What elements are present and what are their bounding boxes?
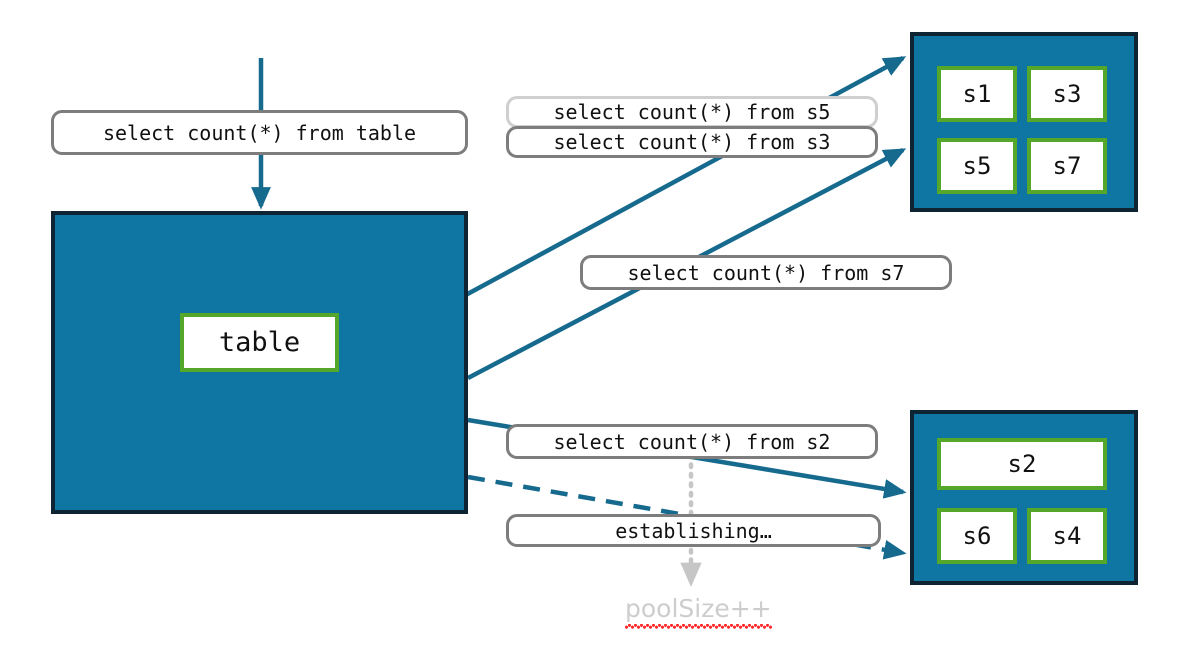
query-label-establishing[interactable]: establishing…	[506, 514, 881, 547]
query-label-s3[interactable]: select count(*) from s3	[506, 126, 878, 158]
query-label-table[interactable]: select count(*) from table	[51, 110, 468, 155]
node-s7[interactable]: s7	[1027, 138, 1107, 194]
poolsize-annotation: poolSize++	[625, 594, 772, 629]
node-s4[interactable]: s4	[1027, 508, 1107, 564]
query-label-s5[interactable]: select count(*) from s5	[506, 96, 878, 128]
node-s1[interactable]: s1	[937, 66, 1017, 122]
query-label-s7[interactable]: select count(*) from s7	[580, 255, 952, 290]
node-s6[interactable]: s6	[937, 508, 1017, 564]
poolsize-annotation-text: poolSize++	[625, 594, 772, 623]
spellcheck-underline	[625, 624, 772, 629]
node-s5[interactable]: s5	[937, 138, 1017, 194]
node-table[interactable]: table	[180, 313, 339, 372]
node-s2[interactable]: s2	[937, 438, 1107, 490]
node-s3[interactable]: s3	[1027, 66, 1107, 122]
query-label-s2[interactable]: select count(*) from s2	[506, 424, 878, 459]
